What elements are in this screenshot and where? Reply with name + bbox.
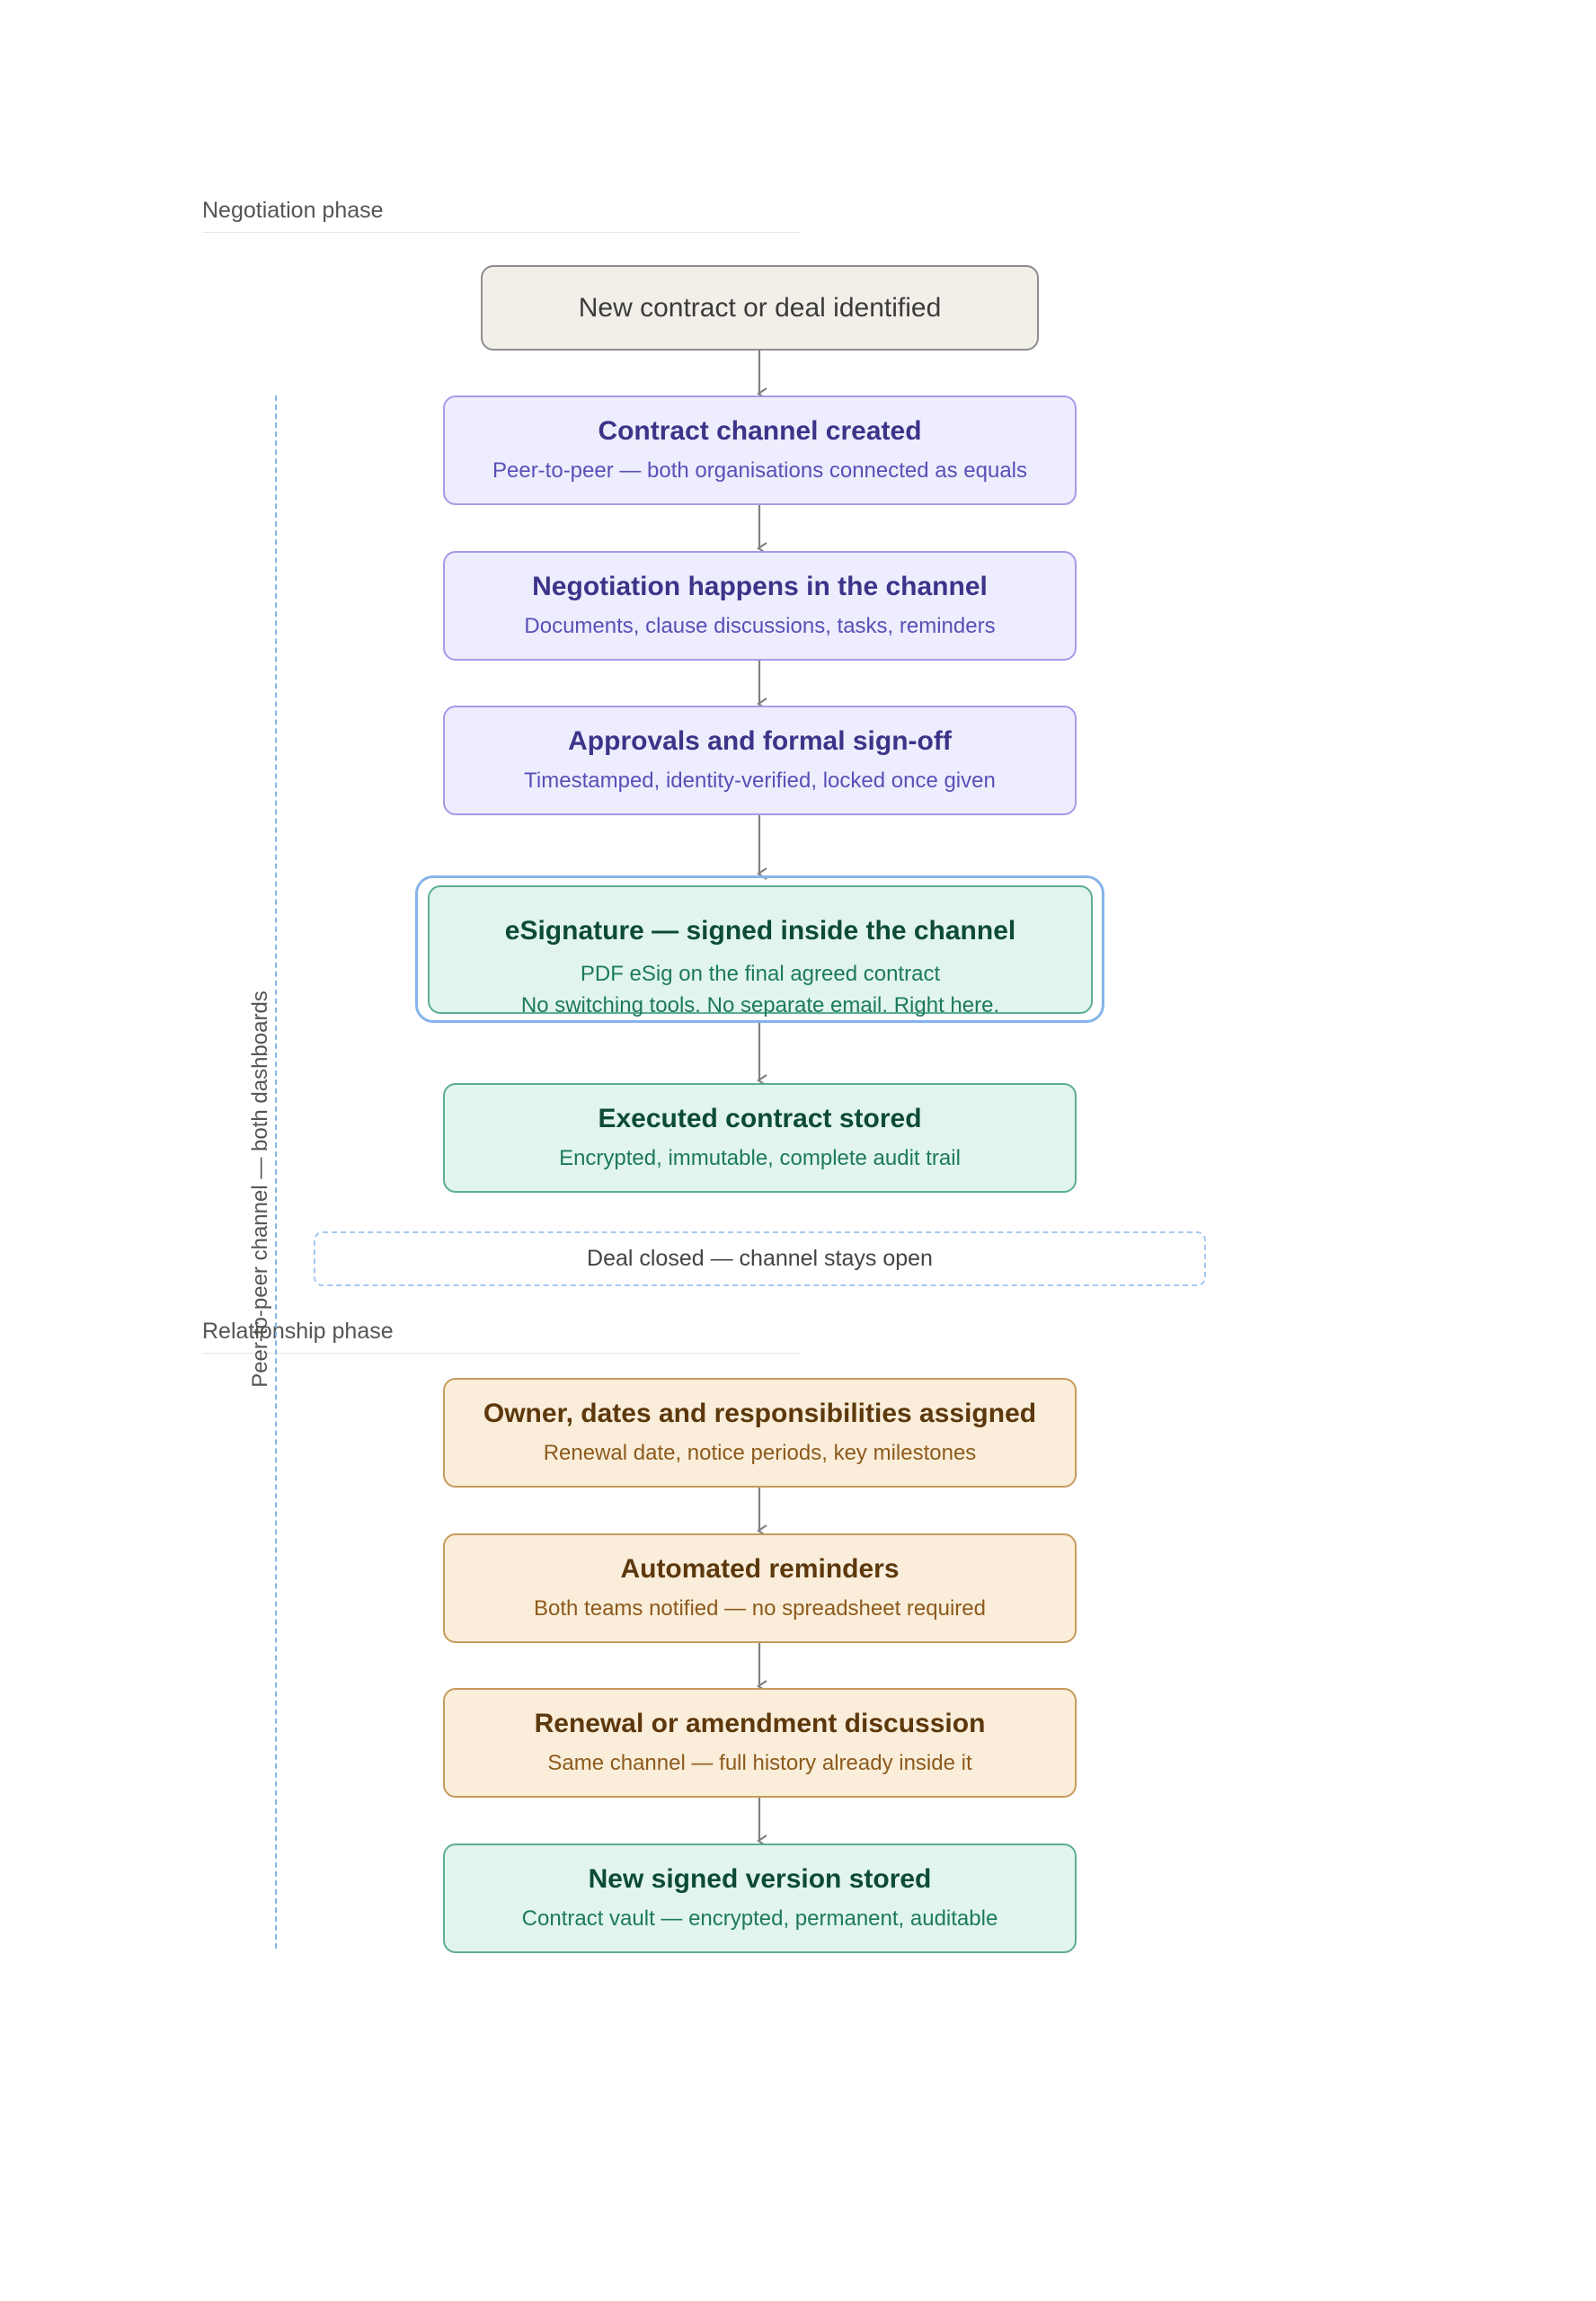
deal-closed-milestone: Deal closed — channel stays open [314, 1231, 1206, 1286]
phase-header-negotiation: Negotiation phase [202, 198, 384, 223]
step-new-contract: New contract or deal identified [481, 265, 1039, 351]
step-negotiation: Negotiation happens in the channel Docum… [443, 551, 1077, 661]
step-subtitle: Peer-to-peer — both organisations connec… [492, 458, 1028, 484]
step-channel-created: Contract channel created Peer-to-peer — … [443, 395, 1077, 505]
step-esignature: eSignature — signed inside the channel P… [428, 885, 1093, 1017]
step-title: eSignature — signed inside the channel [504, 916, 1016, 946]
step-executed-stored: Executed contract stored Encrypted, immu… [443, 1083, 1077, 1193]
step-title: Automated reminders [620, 1554, 900, 1585]
step-title: Contract channel created [598, 416, 922, 447]
step-subtitle-line: PDF eSig on the final agreed contract [580, 962, 941, 986]
step-title: Renewal or amendment discussion [534, 1709, 986, 1739]
step-subtitle: Renewal date, notice periods, key milest… [543, 1441, 977, 1466]
step-owner-assigned: Owner, dates and responsibilities assign… [443, 1378, 1077, 1488]
step-title: Negotiation happens in the channel [532, 572, 988, 602]
step-subtitle: Contract vault — encrypted, permanent, a… [521, 1906, 998, 1932]
channel-span-line [275, 395, 277, 1949]
step-title: New contract or deal identified [578, 293, 942, 323]
step-renewal: Renewal or amendment discussion Same cha… [443, 1688, 1077, 1798]
step-reminders: Automated reminders Both teams notified … [443, 1533, 1077, 1643]
step-title: New signed version stored [588, 1864, 932, 1895]
step-title: Executed contract stored [598, 1104, 922, 1134]
phase-header-relationship: Relationship phase [202, 1319, 394, 1344]
step-new-version-stored: New signed version stored Contract vault… [443, 1843, 1077, 1953]
step-title: Owner, dates and responsibilities assign… [483, 1399, 1037, 1429]
step-subtitle: Encrypted, immutable, complete audit tra… [559, 1146, 961, 1171]
step-approvals: Approvals and formal sign-off Timestampe… [443, 706, 1077, 815]
step-subtitle-line: No switching tools. No separate email. R… [520, 992, 1000, 1017]
step-subtitle: Both teams notified — no spreadsheet req… [534, 1596, 986, 1621]
step-title: Approvals and formal sign-off [568, 726, 952, 757]
step-subtitle: Documents, clause discussions, tasks, re… [524, 614, 996, 639]
step-subtitle: Same channel — full history already insi… [547, 1751, 972, 1776]
esignature-highlight [415, 875, 1104, 1023]
phase-divider [202, 1353, 800, 1354]
phase-divider [202, 232, 800, 233]
step-subtitle: Timestamped, identity-verified, locked o… [524, 768, 996, 794]
